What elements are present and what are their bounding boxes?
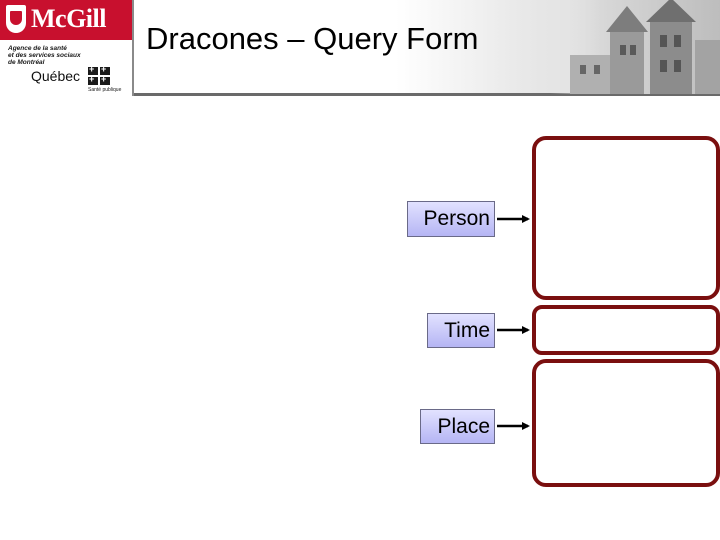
agency-line: Agence de la santé	[8, 45, 67, 52]
crest-icon	[6, 5, 26, 33]
person-label-button[interactable]: Person	[407, 201, 495, 237]
quebec-wordmark: Québec	[31, 68, 81, 84]
header-banner: McGill Agence de la santé et des service…	[0, 0, 720, 96]
place-input[interactable]	[532, 359, 720, 487]
person-label-text: Person	[423, 207, 490, 230]
castle-photo	[550, 0, 720, 94]
mcgill-wordmark: McGill	[31, 4, 106, 33]
place-label-button[interactable]: Place	[420, 409, 495, 444]
quebec-flag-icon	[88, 64, 110, 85]
agency-line: de Montréal	[8, 59, 45, 66]
page-title: Dracones – Query Form	[146, 21, 479, 56]
time-label-button[interactable]: Time	[427, 313, 495, 348]
time-label-text: Time	[444, 318, 490, 342]
time-input[interactable]	[532, 305, 720, 355]
agency-line: et des services sociaux	[8, 52, 81, 59]
person-input[interactable]	[532, 136, 720, 300]
logo-panel: McGill Agence de la santé et des service…	[0, 0, 134, 96]
place-label-text: Place	[437, 414, 490, 438]
mcgill-logo: McGill	[0, 0, 132, 40]
agency-name: Agence de la santé et des services socia…	[8, 45, 90, 66]
tagline: Santé publique	[88, 87, 122, 93]
